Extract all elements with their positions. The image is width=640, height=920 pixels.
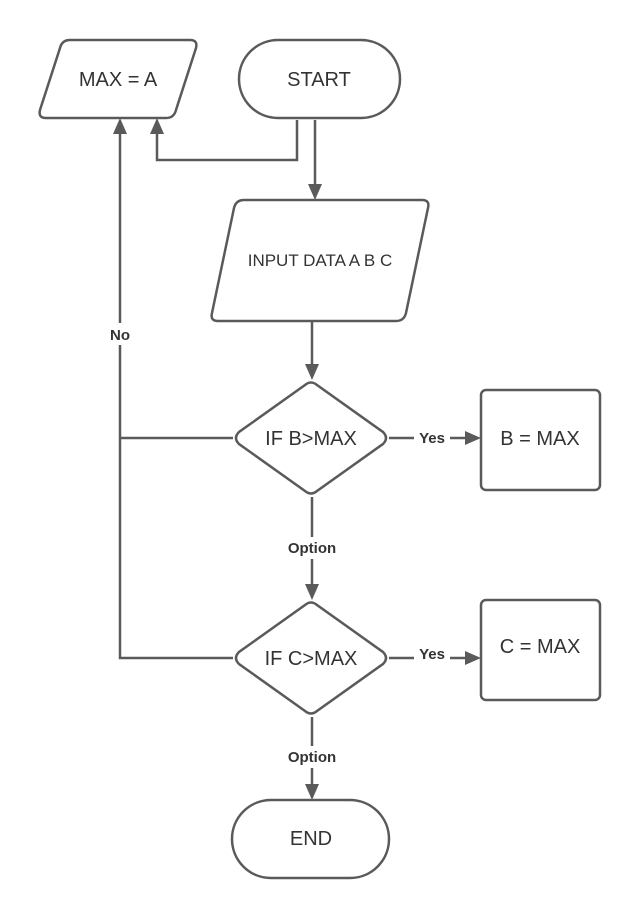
connector-no-loop xyxy=(118,132,233,660)
node-max-a: MAX = A xyxy=(38,38,198,120)
node-assign-c: C = MAX xyxy=(479,598,602,702)
arrowhead-end xyxy=(305,784,319,800)
node-decision-c-label: IF C>MAX xyxy=(265,648,358,670)
option-c-label-bg xyxy=(278,746,346,768)
arrowhead-decision-b xyxy=(305,364,319,380)
node-end-label: END xyxy=(290,828,332,850)
yes-label-b: Yes xyxy=(419,430,445,447)
yes-label-c: Yes xyxy=(419,646,445,663)
arrowhead-max-left xyxy=(113,118,127,134)
arrowhead-assign-b xyxy=(465,431,481,445)
no-label: No xyxy=(110,327,130,344)
no-label-bg xyxy=(104,323,136,345)
arrowhead-input xyxy=(308,184,322,200)
yes-c-label-bg xyxy=(414,643,450,665)
yes-b-label-bg xyxy=(414,427,450,449)
arrowhead-assign-c xyxy=(465,651,481,665)
node-end: END xyxy=(230,798,391,880)
option-b-label-bg xyxy=(278,537,346,559)
option-label-b: Option xyxy=(288,540,336,557)
connector-start-to-max xyxy=(155,120,299,162)
option-label-c: Option xyxy=(288,749,336,766)
arrowhead-max-right xyxy=(150,118,164,134)
node-assign-b-label: B = MAX xyxy=(500,428,579,450)
node-max-a-label: MAX = A xyxy=(79,69,158,91)
arrowhead-decision-c xyxy=(305,584,319,600)
node-decision-b-label: IF B>MAX xyxy=(265,428,357,450)
node-input-label: INPUT DATA A B C xyxy=(248,251,393,270)
node-decision-c: IF C>MAX xyxy=(234,601,388,715)
node-start: START xyxy=(237,38,402,120)
node-decision-b: IF B>MAX xyxy=(234,381,388,495)
node-assign-c-label: C = MAX xyxy=(500,636,581,658)
node-start-label: START xyxy=(287,69,351,91)
node-input: INPUT DATA A B C xyxy=(210,198,430,323)
node-assign-b: B = MAX xyxy=(479,388,602,492)
